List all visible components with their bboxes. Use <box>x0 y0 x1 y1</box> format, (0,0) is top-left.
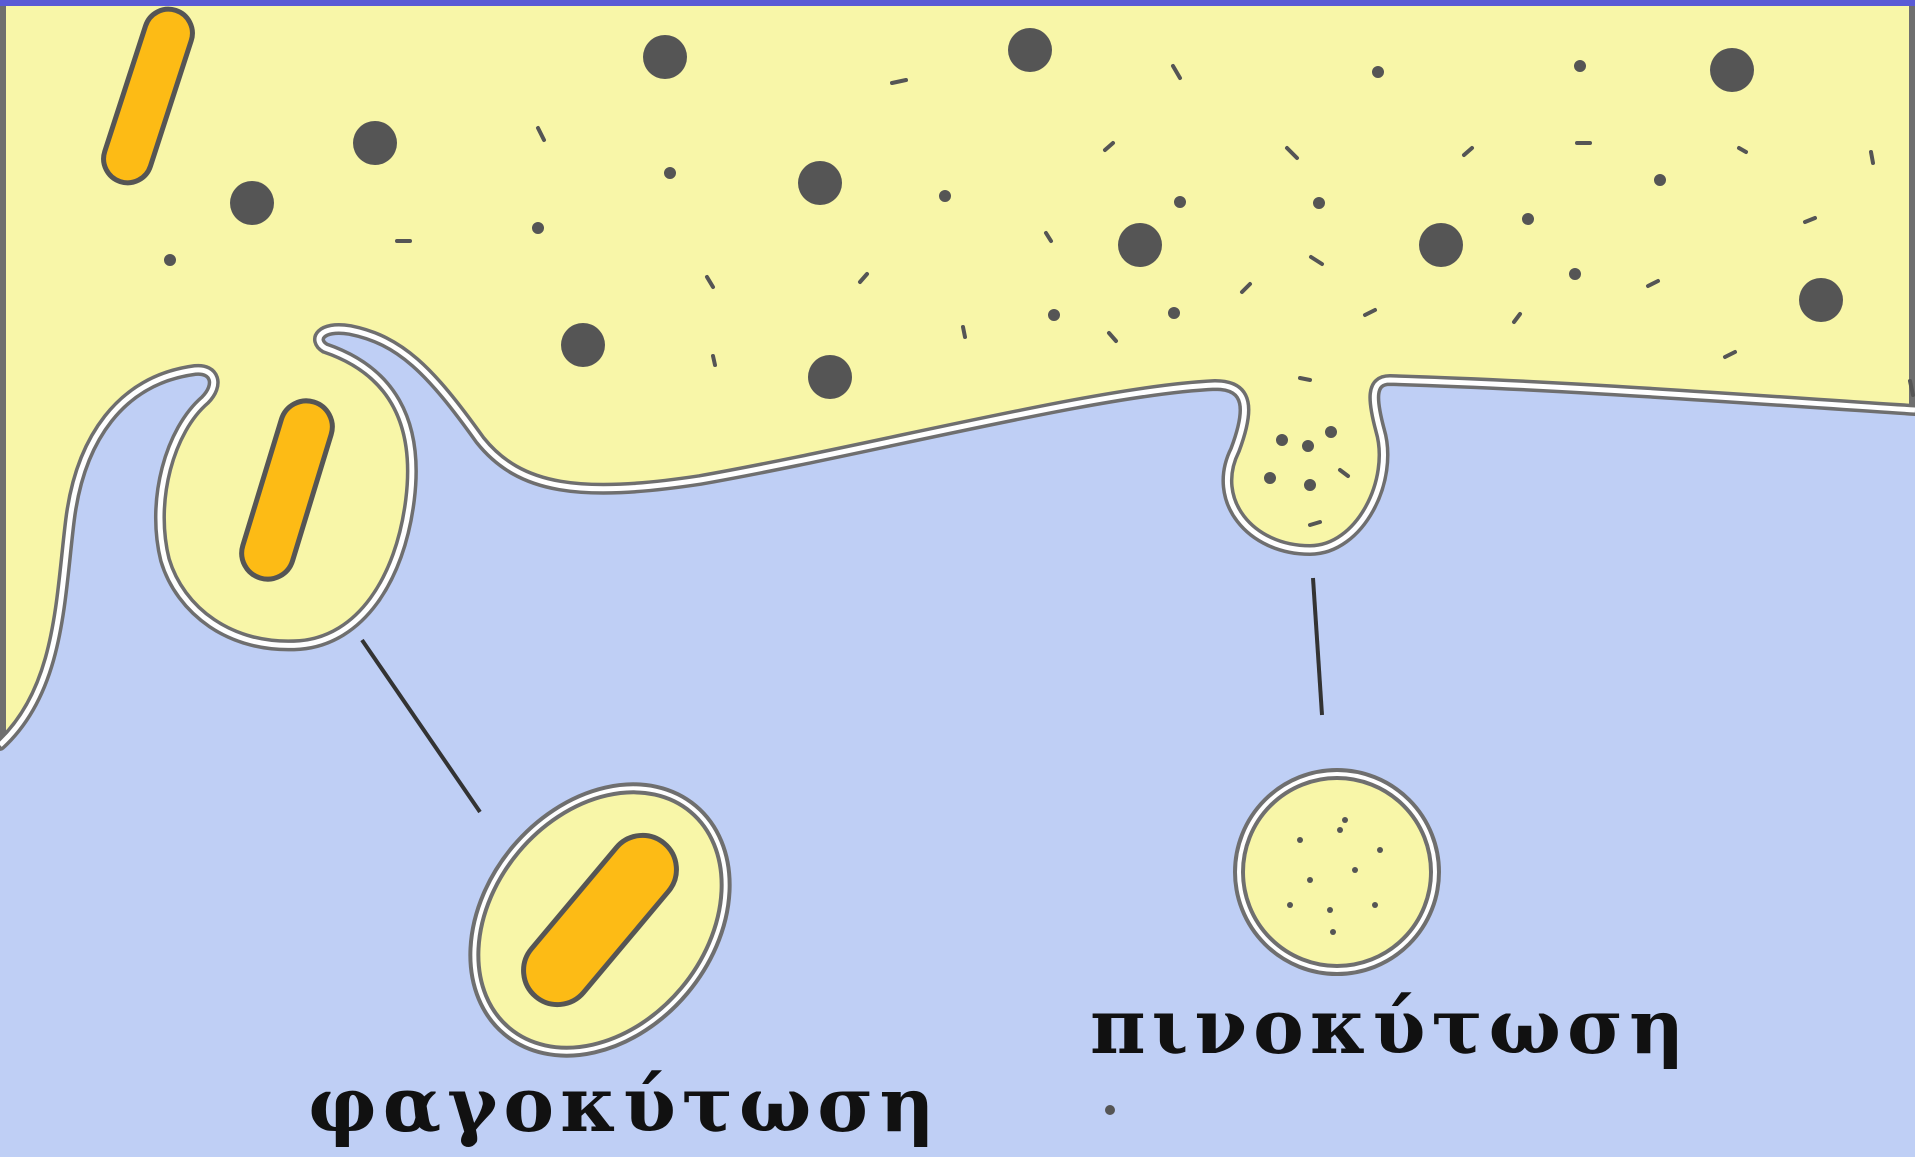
pinosome <box>1239 774 1435 970</box>
phagocytosis-label: φαγοκύτωση <box>308 1060 941 1149</box>
pinocytosis-label: πινοκύτωση <box>1090 982 1690 1071</box>
top-band <box>0 0 1915 6</box>
